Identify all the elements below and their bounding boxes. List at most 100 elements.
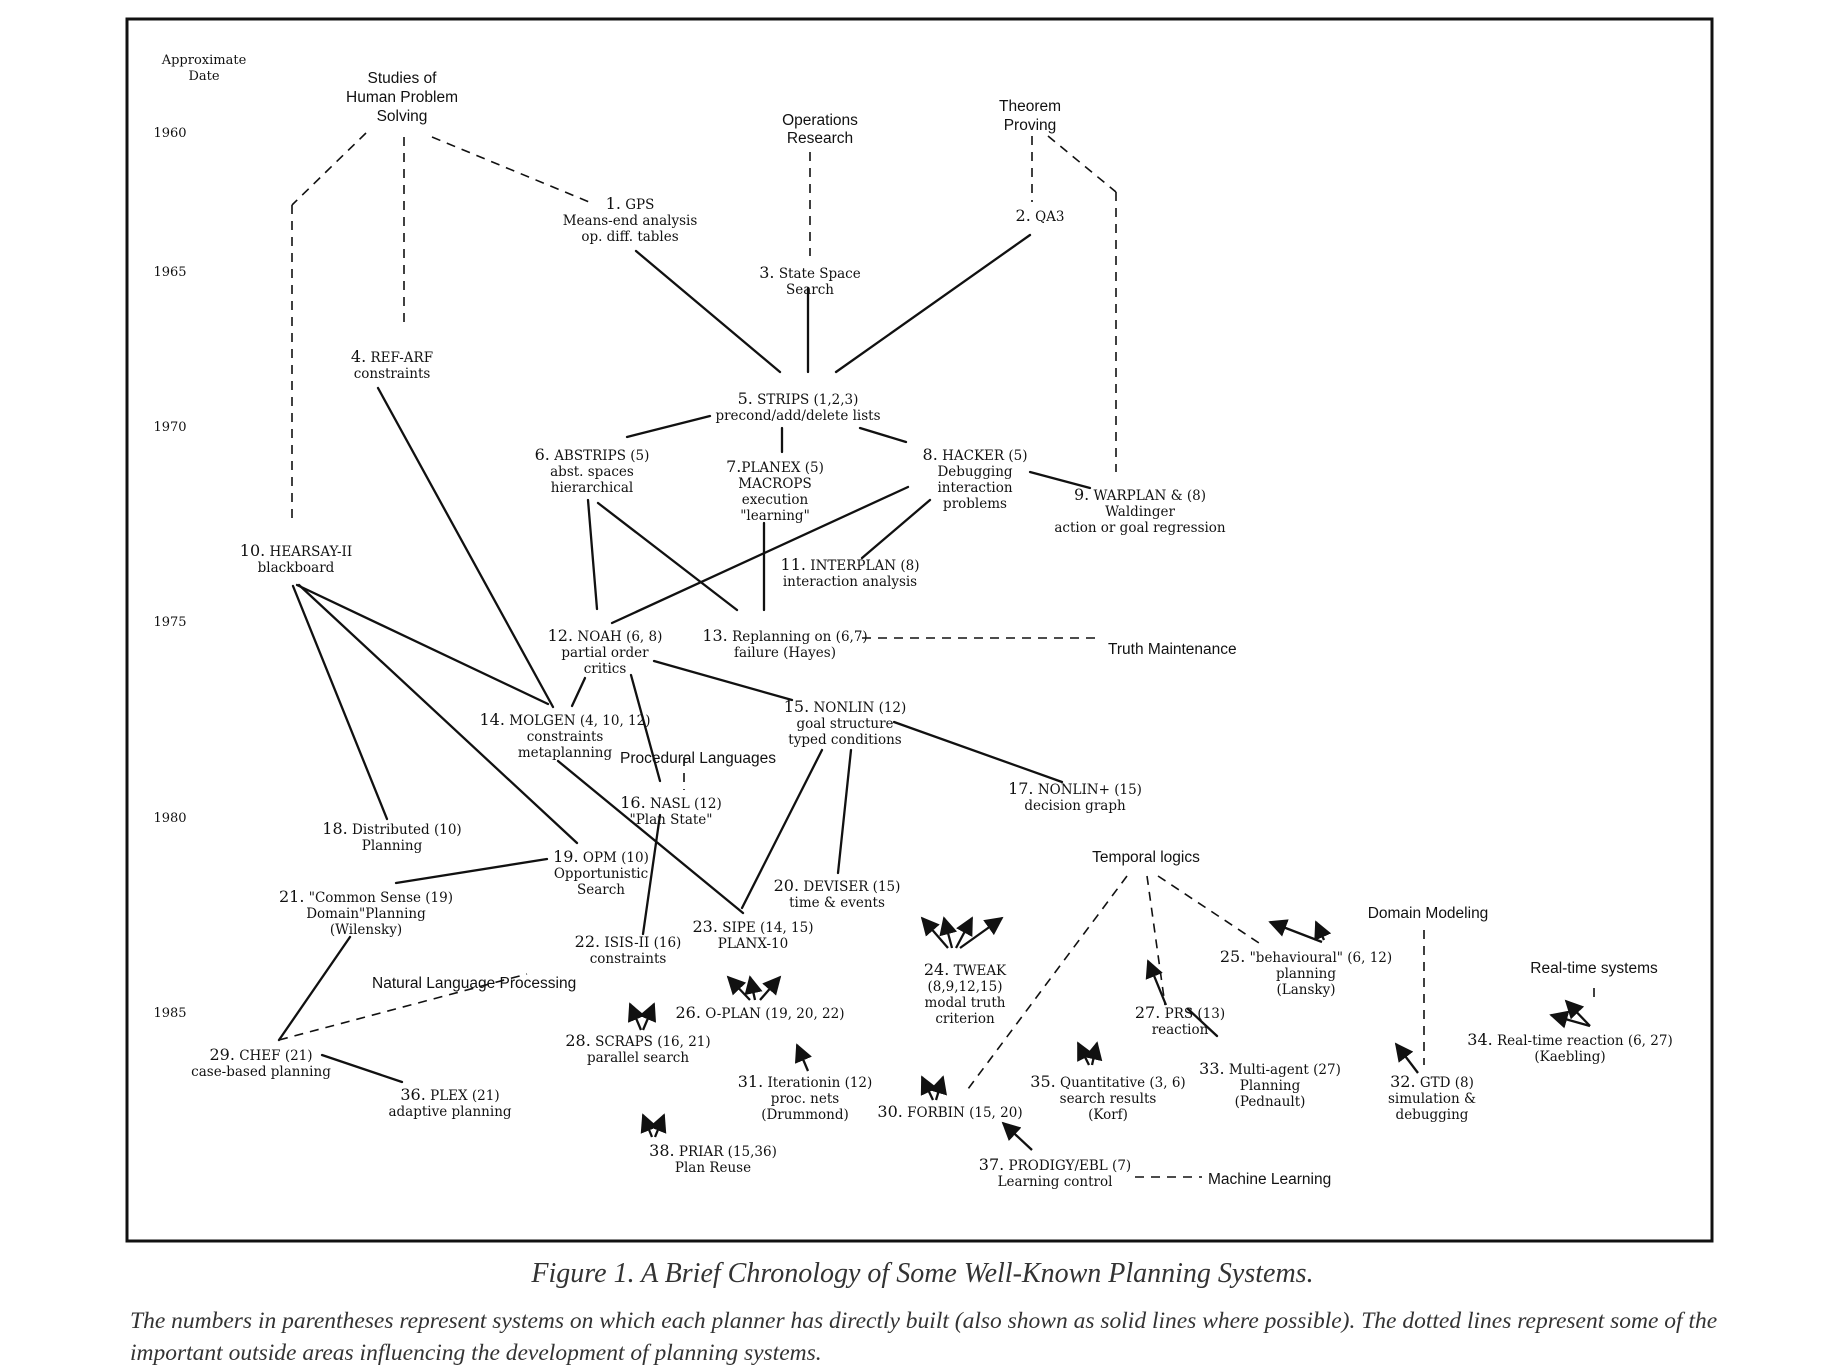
system-15-nonlin: 15. NONLIN (12) goal structure typed con… (784, 697, 907, 748)
area-machine-learning: Machine Learning (1208, 1171, 1331, 1188)
svg-text:Waldinger: Waldinger (1105, 504, 1175, 520)
svg-text:30. FORBIN (15, 20): 30. FORBIN (15, 20) (877, 1102, 1022, 1121)
svg-text:(Drummond): (Drummond) (761, 1107, 849, 1123)
svg-text:interaction analysis: interaction analysis (783, 574, 917, 590)
system-2-qa3: 2. QA3 (1016, 206, 1065, 225)
figure-caption-title: Figure 1. A Brief Chronology of Some Wel… (531, 1258, 1314, 1289)
svg-text:20. DEVISER (15): 20. DEVISER (15) (774, 876, 901, 895)
system-4-ref-arf: 4. REF-ARF constraints (351, 347, 433, 382)
system-31-iterationin: 31. Iterationin (12) proc. nets (Drummon… (738, 1072, 873, 1123)
svg-text:adaptive planning: adaptive planning (388, 1104, 511, 1120)
system-19-opm: 19. OPM (10) Opportunistic Search (553, 847, 649, 898)
system-24-tweak: 24. TWEAK (8,9,12,15) modal truth criter… (924, 960, 1007, 1027)
svg-text:Plan Reuse: Plan Reuse (675, 1160, 751, 1176)
system-32-gtd: 32. GTD (8) simulation & debugging (1388, 1072, 1476, 1123)
system-26-o-plan: 26. O-PLAN (19, 20, 22) (675, 1003, 844, 1022)
area-domain-modeling: Domain Modeling (1368, 905, 1489, 922)
planning-systems: 1. GPS Means-end analysis op. diff. tabl… (191, 194, 1673, 1190)
svg-text:PLANX-10: PLANX-10 (718, 936, 788, 952)
svg-text:11. INTERPLAN (8): 11. INTERPLAN (8) (781, 555, 920, 574)
system-17-nonlin-plus: 17. NONLIN+ (15) decision graph (1008, 779, 1142, 814)
svg-text:26. O-PLAN (19, 20, 22): 26. O-PLAN (19, 20, 22) (675, 1003, 844, 1022)
system-14-molgen: 14. MOLGEN (4, 10, 12) constraints metap… (480, 710, 651, 761)
area-temporal-logics: Temporal logics (1092, 849, 1200, 866)
area-operations-research-line-2: Research (787, 130, 853, 147)
svg-text:17. NONLIN+ (15): 17. NONLIN+ (15) (1008, 779, 1142, 798)
svg-text:failure (Hayes): failure (Hayes) (734, 645, 836, 661)
solid-lineage-edges (277, 233, 1219, 1084)
svg-text:33. Multi-agent (27): 33. Multi-agent (27) (1199, 1059, 1341, 1078)
svg-text:25. "behavioural" (6, 12): 25. "behavioural" (6, 12) (1220, 947, 1392, 966)
svg-text:case-based planning: case-based planning (191, 1064, 331, 1080)
area-natural-language-processing: Natural Language Processing (372, 975, 576, 992)
svg-text:"Plan State": "Plan State" (630, 812, 713, 828)
svg-text:27. PRS (13): 27. PRS (13) (1135, 1003, 1225, 1022)
area-human-problem-solving-line-1: Studies of (368, 70, 438, 87)
svg-text:(Wilensky): (Wilensky) (330, 922, 402, 938)
svg-text:time & events: time & events (789, 895, 885, 911)
system-29-chef: 29. CHEF (21) case-based planning (191, 1045, 331, 1080)
svg-text:op. diff. tables: op. diff. tables (581, 229, 678, 245)
svg-text:metaplanning: metaplanning (518, 745, 613, 761)
svg-text:proc. nets: proc. nets (771, 1091, 839, 1107)
system-27-prs: 27. PRS (13) reaction (1135, 1003, 1225, 1038)
svg-text:Debugging: Debugging (937, 464, 1012, 480)
svg-text:abst. spaces: abst. spaces (550, 464, 634, 480)
date-axis: Approximate Date 1960 1965 1970 1975 198… (153, 53, 246, 1021)
system-12-noah: 12. NOAH (6, 8) partial order critics (548, 626, 663, 677)
year-1960: 1960 (153, 126, 186, 141)
svg-text:debugging: debugging (1396, 1107, 1469, 1123)
svg-text:parallel search: parallel search (587, 1050, 689, 1066)
svg-text:critics: critics (584, 661, 627, 677)
svg-text:12. NOAH (6, 8): 12. NOAH (6, 8) (548, 626, 663, 645)
influence-areas: Studies of Human Problem Solving Operati… (346, 70, 1658, 1188)
system-10-hearsay-ii: 10. HEARSAY-II blackboard (240, 541, 352, 576)
area-human-problem-solving-line-3: Solving (377, 108, 428, 125)
svg-text:15. NONLIN (12): 15. NONLIN (12) (784, 697, 907, 716)
svg-text:7.PLANEX (5): 7.PLANEX (5) (726, 457, 824, 476)
svg-text:search results: search results (1060, 1091, 1157, 1107)
svg-text:problems: problems (943, 496, 1007, 512)
svg-text:28. SCRAPS (16, 21): 28. SCRAPS (16, 21) (565, 1031, 710, 1050)
svg-text:Learning control: Learning control (998, 1174, 1113, 1190)
svg-text:simulation &: simulation & (1388, 1091, 1476, 1107)
svg-text:19. OPM (10): 19. OPM (10) (553, 847, 649, 866)
system-3-state-space-search: 3. State Space Search (759, 263, 860, 298)
system-28-scraps: 28. SCRAPS (16, 21) parallel search (565, 1031, 710, 1066)
year-1980: 1980 (153, 811, 186, 826)
date-header-line-2: Date (188, 69, 219, 84)
svg-text:constraints: constraints (354, 366, 431, 382)
svg-text:modal truth: modal truth (925, 995, 1006, 1011)
year-1965: 1965 (153, 265, 186, 280)
svg-text:criterion: criterion (935, 1011, 995, 1027)
svg-text:constraints: constraints (590, 951, 667, 967)
svg-text:24. TWEAK: 24. TWEAK (924, 960, 1007, 979)
system-37-prodigy-ebl: 37. PRODIGY/EBL (7) Learning control (979, 1155, 1131, 1190)
svg-text:14. MOLGEN (4, 10, 12): 14. MOLGEN (4, 10, 12) (480, 710, 651, 729)
svg-text:goal structure: goal structure (796, 716, 893, 732)
svg-text:Planning: Planning (362, 838, 423, 854)
system-16-nasl: 16. NASL (12) "Plan State" (620, 793, 722, 828)
svg-text:Search: Search (577, 882, 625, 898)
svg-text:35. Quantitative (3, 6): 35. Quantitative (3, 6) (1030, 1072, 1185, 1091)
system-18-distributed-planning: 18. Distributed (10) Planning (322, 819, 461, 854)
system-30-forbin: 30. FORBIN (15, 20) (877, 1102, 1022, 1121)
svg-text:precond/add/delete lists: precond/add/delete lists (715, 408, 880, 424)
svg-text:Means-end analysis: Means-end analysis (563, 213, 698, 229)
svg-text:13. Replanning on (6,7): 13. Replanning on (6,7) (702, 626, 867, 645)
year-1970: 1970 (153, 420, 186, 435)
svg-text:22. ISIS-II (16): 22. ISIS-II (16) (575, 932, 682, 951)
svg-text:typed conditions: typed conditions (788, 732, 902, 748)
svg-text:16. NASL (12): 16. NASL (12) (620, 793, 722, 812)
svg-text:action or goal regression: action or goal regression (1054, 520, 1226, 536)
year-1975: 1975 (153, 615, 186, 630)
area-procedural-languages: Procedural Languages (620, 750, 776, 767)
arrow-clusters (627, 916, 1591, 1151)
svg-text:Opportunistic: Opportunistic (554, 866, 648, 882)
svg-text:Domain"Planning: Domain"Planning (306, 906, 426, 922)
system-34-real-time-reaction: 34. Real-time reaction (6, 27) (Kaebling… (1467, 1030, 1672, 1065)
svg-text:5. STRIPS (1,2,3): 5. STRIPS (1,2,3) (738, 389, 859, 408)
system-13-replanning: 13. Replanning on (6,7) failure (Hayes) (702, 626, 867, 661)
svg-text:"learning": "learning" (740, 508, 810, 524)
